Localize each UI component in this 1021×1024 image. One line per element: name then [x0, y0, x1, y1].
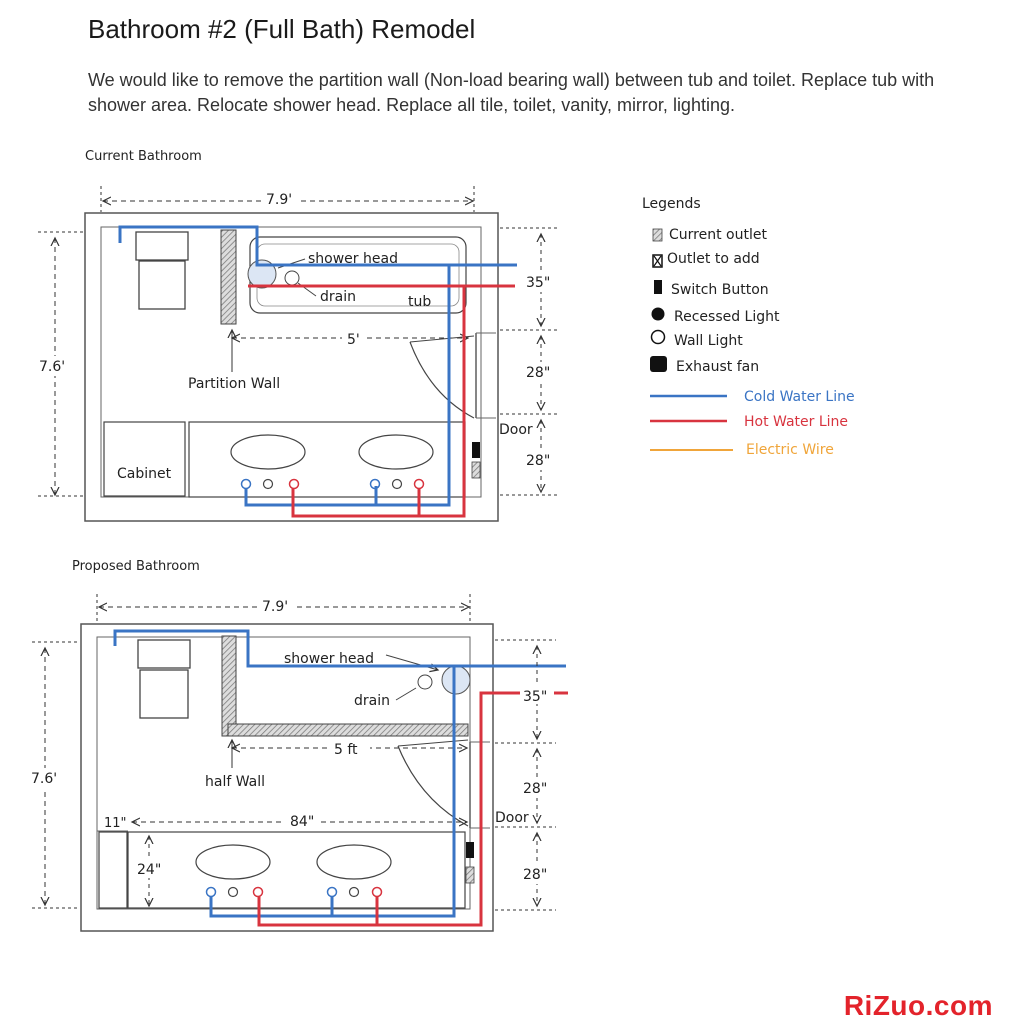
proposed-dim-28-top: 28" — [523, 781, 547, 797]
current-width-dim: 7.9' — [266, 192, 292, 208]
current-heading: Current Bathroom — [85, 149, 202, 164]
proposed-toilet-tank — [137, 639, 191, 669]
switch-icon — [654, 280, 662, 294]
legend-item-wall-light: Wall Light — [674, 333, 743, 349]
proposed-width-dim: 7.9' — [262, 599, 288, 615]
current-cold-water-line — [118, 225, 517, 267]
legend-item-outlet-to-add: Outlet to add — [667, 251, 760, 267]
current-toilet-tank — [135, 231, 189, 261]
proposed-door-label: Door — [495, 810, 529, 826]
current-dim-28-top: 28" — [526, 365, 550, 381]
current-dim-28-bottom: 28" — [526, 453, 550, 469]
legend-hot-water: Hot Water Line — [744, 414, 848, 430]
proposed-dim-28-bottom: 28" — [523, 867, 547, 883]
proposed-filler — [98, 831, 128, 909]
legend-item-exhaust-fan: Exhaust fan — [676, 359, 759, 375]
current-sink-right — [358, 434, 434, 470]
current-dim-35: 35" — [526, 275, 550, 291]
legend-item-switch: Switch Button — [671, 282, 769, 298]
proposed-toilet-bowl — [139, 669, 189, 719]
proposed-sink-right — [316, 844, 392, 880]
current-drain — [284, 270, 300, 286]
current-outer-wall — [84, 212, 499, 522]
current-height-dim: 7.6' — [39, 359, 65, 375]
exhaust-fan-icon — [650, 356, 667, 372]
proposed-drain-label: drain — [354, 693, 390, 709]
current-cabinet-label: Cabinet — [117, 466, 172, 482]
watermark: RiZuo.com — [843, 990, 993, 1021]
current-door-label: Door — [499, 422, 533, 438]
current-tub — [249, 236, 467, 314]
proposed-half-wall — [221, 635, 237, 737]
proposed-cold-water-line — [113, 629, 566, 668]
legend-item-current-outlet: Current outlet — [669, 227, 767, 243]
proposed-vanity — [127, 831, 466, 909]
legend-electric-wire: Electric Wire — [746, 442, 834, 458]
proposed-dim-35: 35" — [523, 689, 547, 705]
wall-light-icon — [650, 329, 666, 345]
proposed-drain — [417, 674, 433, 690]
current-outlet — [471, 461, 481, 479]
proposed-heading: Proposed Bathroom — [72, 559, 200, 574]
proposed-vanity-dim: 84" — [290, 814, 314, 830]
proposed-shower-head-label: shower head — [284, 651, 374, 667]
page-description: We would like to remove the partition wa… — [88, 70, 935, 115]
current-switch — [472, 442, 480, 458]
legend: Legends Current outlet Outlet to add Swi… — [642, 196, 855, 458]
proposed-outer-wall — [80, 623, 494, 932]
current-drain-label: drain — [320, 289, 356, 305]
proposed-bathroom-plan: Proposed Bathroom 7.9' 7.6' shower head … — [29, 559, 568, 932]
recessed-light-icon — [651, 307, 665, 321]
current-shower-head-label: shower head — [308, 251, 398, 267]
legend-cold-water: Cold Water Line — [744, 389, 855, 405]
legend-title: Legends — [642, 196, 701, 212]
proposed-shower-head — [441, 665, 471, 695]
current-partition-label: Partition Wall — [188, 376, 280, 392]
proposed-switch — [466, 842, 474, 858]
proposed-gap-dim: 11" — [104, 816, 127, 831]
current-sink-left — [230, 434, 306, 470]
page-title: Bathroom #2 (Full Bath) Remodel — [88, 14, 476, 44]
hatched-outlet-icon — [652, 228, 663, 242]
proposed-outlet — [465, 866, 475, 884]
outlet-add-icon — [652, 254, 663, 268]
current-toilet-bowl — [138, 260, 186, 310]
current-tub-label: tub — [408, 294, 431, 310]
proposed-shower-dim: 5 ft — [334, 742, 358, 758]
current-bathroom-plan: Current Bathroom 7.9' 7.6' shower head d… — [37, 149, 560, 522]
proposed-sink-left — [195, 844, 271, 880]
current-shower-head — [247, 259, 277, 289]
current-inner-wall — [100, 226, 482, 498]
current-tub-dim: 5' — [347, 332, 360, 348]
proposed-half-wall-label: half Wall — [205, 774, 265, 790]
proposed-depth-dim: 24" — [137, 862, 161, 878]
legend-item-recessed-light: Recessed Light — [674, 309, 780, 325]
proposed-height-dim: 7.6' — [31, 771, 57, 787]
current-partition-wall — [220, 229, 237, 325]
proposed-curb — [227, 723, 469, 737]
current-cabinet — [103, 421, 186, 497]
proposed-hot-water-line — [257, 691, 568, 927]
